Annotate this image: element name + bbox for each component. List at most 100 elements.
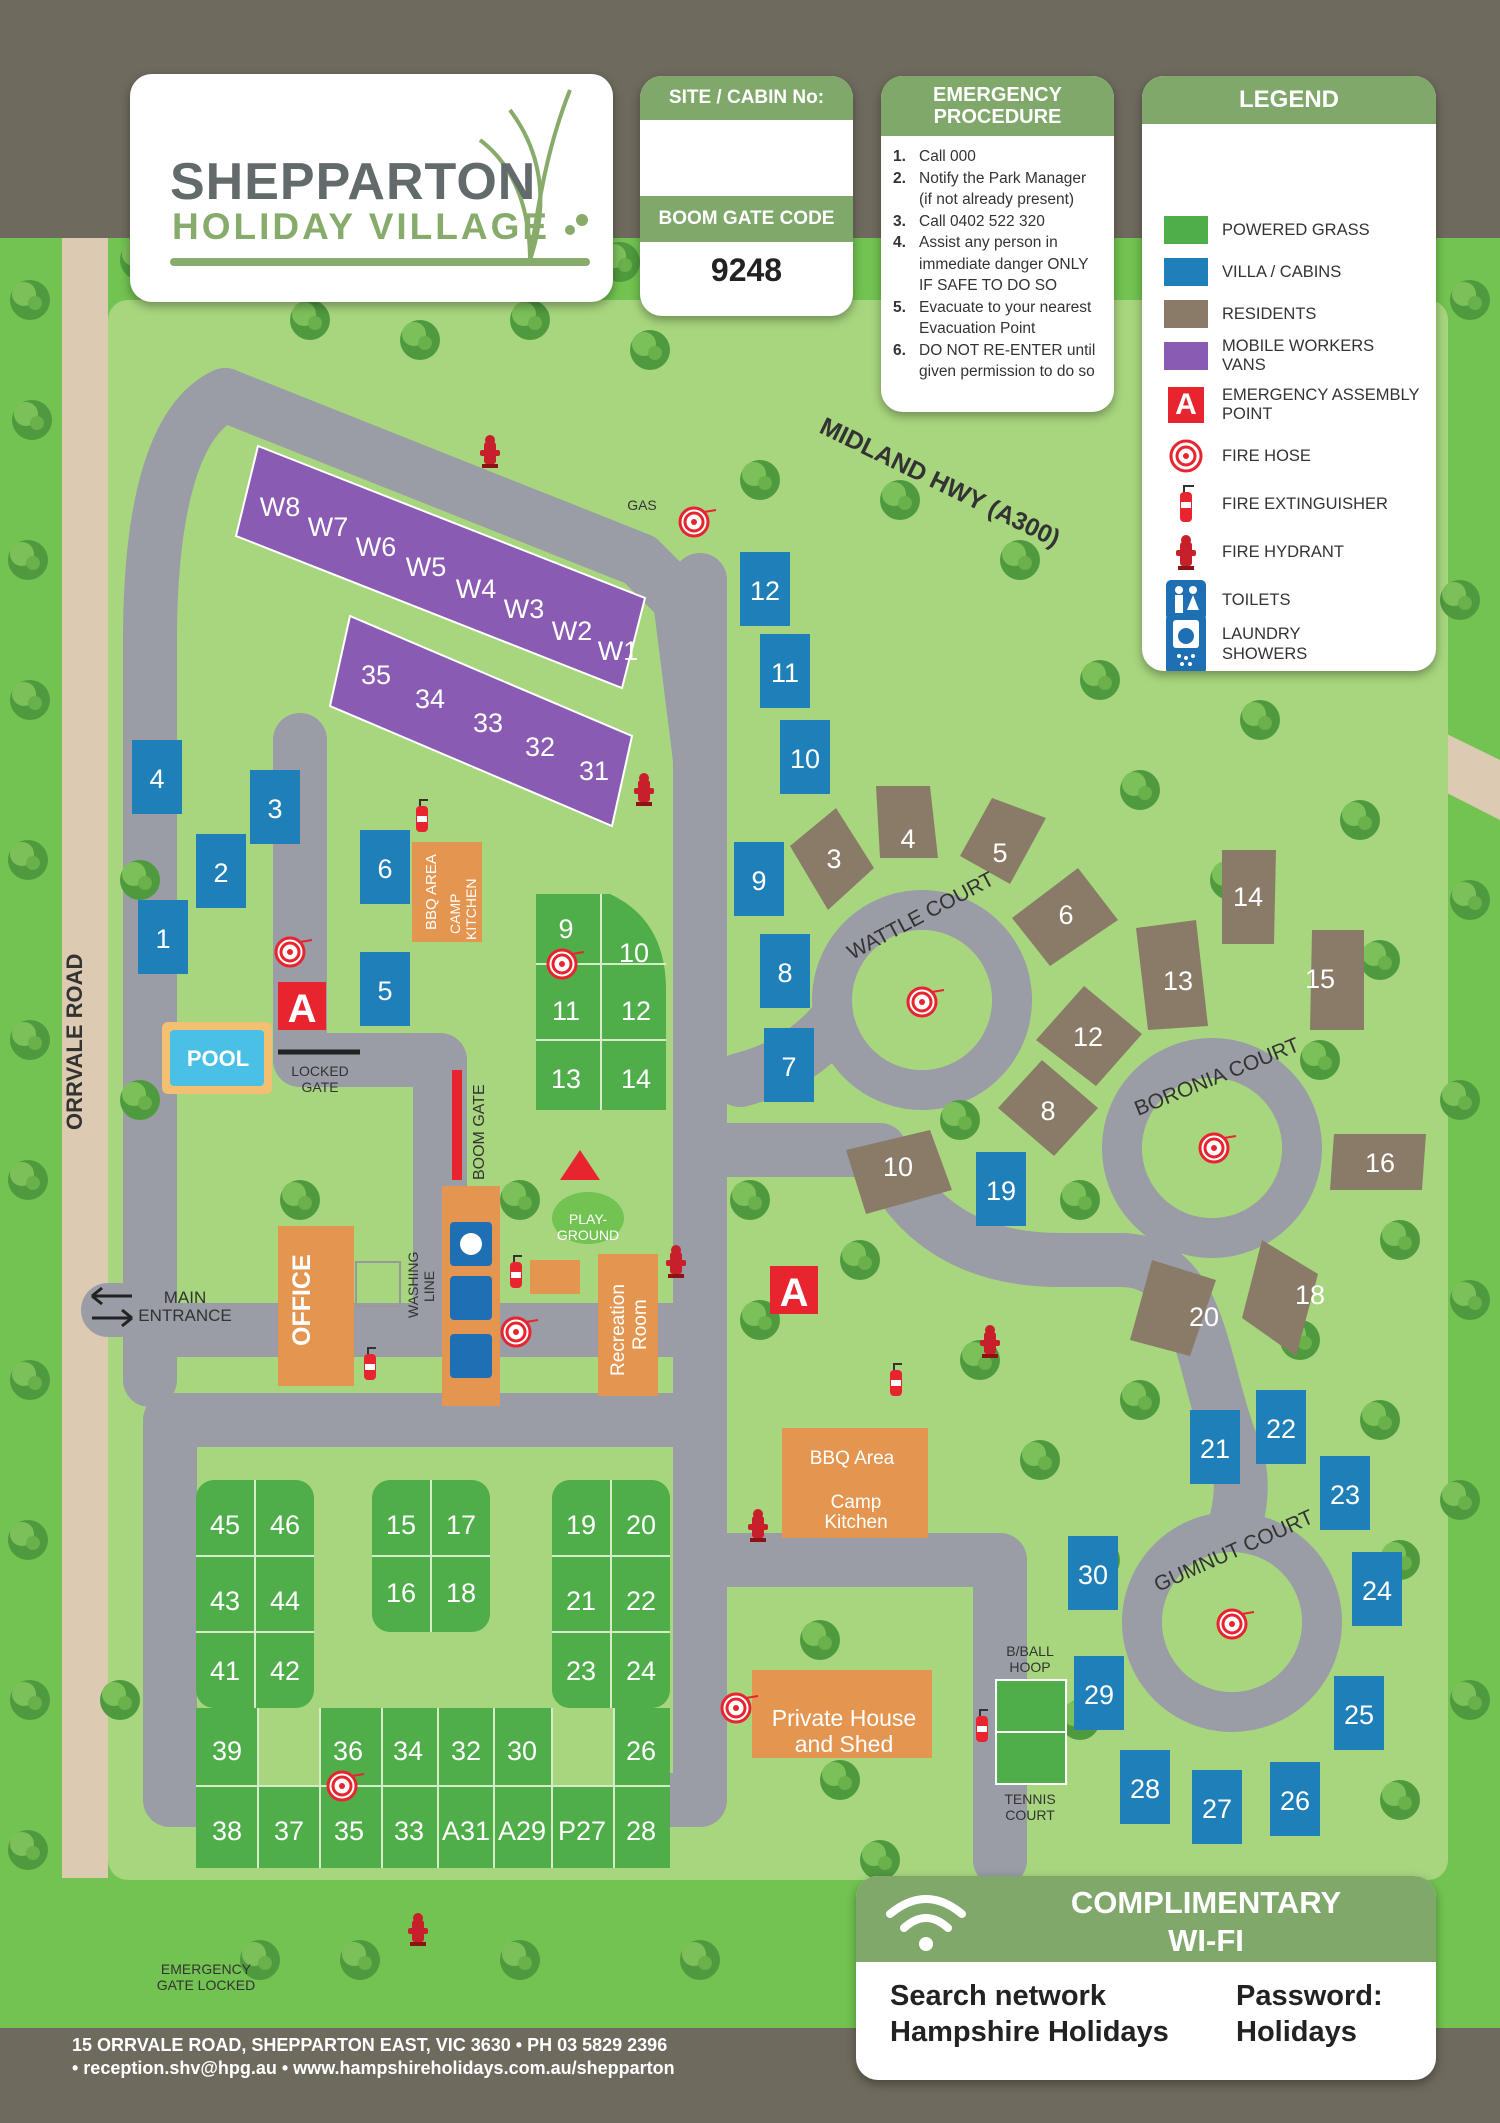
svg-text:8: 8: [777, 958, 792, 988]
cabin-19: 19: [976, 1152, 1026, 1226]
svg-text:GROUND: GROUND: [557, 1227, 619, 1243]
cabin-7: 7: [764, 1028, 814, 1102]
svg-text:TENNIS: TENNIS: [1004, 1791, 1055, 1807]
svg-text:28: 28: [1130, 1774, 1160, 1804]
private-house-shed: Private House and Shed: [752, 1670, 932, 1758]
van-w1: W1: [598, 636, 639, 666]
orrvale-road-label: ORRVALE ROAD: [62, 954, 87, 1130]
cabin-4: 4: [132, 740, 182, 814]
van-w3: W3: [504, 594, 545, 624]
site-43: 43: [210, 1586, 240, 1616]
cabin-3: 3: [250, 770, 300, 844]
van-34: 34: [415, 684, 445, 714]
van-w8: W8: [260, 492, 301, 522]
svg-text:B/BALL: B/BALL: [1006, 1643, 1054, 1659]
svg-text:27: 27: [1202, 1794, 1232, 1824]
site-19: 19: [566, 1510, 596, 1540]
site-41: 41: [210, 1656, 240, 1686]
resident-12: 12: [1036, 986, 1142, 1086]
legend-item-fire-hydrant: FIRE HYDRANT: [1164, 534, 1422, 570]
locked-gate-label-2: GATE: [301, 1079, 338, 1095]
legend-item-assembly-point: A EMERGENCY ASSEMBLY POINT: [1164, 384, 1422, 426]
van-32: 32: [525, 732, 555, 762]
svg-text:14: 14: [1233, 882, 1263, 912]
cabin-24: 24: [1352, 1552, 1402, 1626]
resident-20: 20: [1130, 1260, 1219, 1356]
boom-gate-code-value: 9248: [710, 252, 783, 288]
powered-grass-south: 45 46 43 44 41 42 15 17 16 18 19 20 21 2…: [196, 1480, 670, 1868]
mobile-workers-vans: W8 W7 W6 W5 W4 W3 W2 W1 35 34 33 32 31: [234, 444, 647, 828]
site-39: 39: [212, 1736, 242, 1766]
van-w6: W6: [356, 532, 397, 562]
office-building: OFFICE: [278, 1226, 354, 1386]
legend-item-villa-cabins: VILLA / CABINS: [1164, 254, 1422, 290]
powered-grass-center: 9 10 11 12 13 14: [536, 894, 666, 1110]
van-35: 35: [361, 660, 391, 690]
emergency-gate-label-1: EMERGENCY: [161, 1961, 252, 1977]
emergency-step: 1.Call 000: [893, 148, 976, 165]
showers-icon: [450, 1334, 492, 1378]
site-36: 36: [333, 1736, 363, 1766]
svg-text:25: 25: [1344, 1700, 1374, 1730]
site-34: 34: [393, 1736, 423, 1766]
cabin-9: 9: [734, 842, 784, 916]
resident-10: 10: [846, 1130, 952, 1214]
cabin-21: 21: [1190, 1410, 1240, 1484]
site-22: 22: [626, 1586, 656, 1616]
resident-3: 3: [790, 808, 874, 910]
legend-item-powered-grass: POWERED GRASS: [1164, 212, 1422, 248]
site-18: 18: [446, 1578, 476, 1608]
resident-8: 8: [998, 1060, 1098, 1156]
van-w2: W2: [552, 616, 593, 646]
svg-text:3: 3: [267, 794, 282, 824]
site-46: 46: [270, 1510, 300, 1540]
resident-14: 14: [1222, 850, 1276, 944]
site-37: 37: [274, 1816, 304, 1846]
svg-text:20: 20: [1189, 1302, 1219, 1332]
buildings: BBQ AREA CAMP KITCHEN OFFICE Recreation …: [278, 842, 932, 1758]
wifi-password-label: Password:: [1236, 1980, 1383, 2012]
map-legend: LEGEND POWERED GRASS VILLA / CABINS RESI…: [1142, 76, 1436, 671]
site-16: 16: [386, 1578, 416, 1608]
boom-gate: [452, 1070, 462, 1180]
pool: POOL: [162, 1022, 272, 1094]
svg-text:Room: Room: [630, 1299, 651, 1350]
van-w5: W5: [406, 552, 447, 582]
svg-text:3: 3: [826, 844, 841, 874]
wifi-panel: COMPLIMENTARY WI-FI Search network Hamps…: [856, 1876, 1436, 2080]
svg-text:4: 4: [900, 824, 915, 854]
svg-text:30: 30: [1078, 1560, 1108, 1590]
site-30: 30: [507, 1736, 537, 1766]
site-p27: P27: [558, 1816, 606, 1846]
legend-title: LEGEND: [1142, 76, 1436, 124]
site-14: 14: [621, 1064, 651, 1094]
cabin-26: 26: [1270, 1762, 1320, 1836]
washing-line-label-1: WASHING: [405, 1252, 421, 1318]
emergency-title: EMERGENCY PROCEDURE: [881, 76, 1114, 136]
site-cabin-box: SITE / CABIN No: BOOM GATE CODE 9248: [640, 76, 853, 316]
villa-cabin-swatch: [1164, 258, 1208, 286]
internal-roads: [81, 368, 1268, 1887]
mobile-workers-swatch: [1164, 342, 1208, 370]
svg-text:6: 6: [377, 854, 392, 884]
resident-18: 18: [1242, 1240, 1325, 1356]
resident-15: 15: [1305, 930, 1364, 1030]
legend-item-fire-hose: FIRE HOSE: [1164, 438, 1422, 474]
wifi-icon: [886, 1895, 966, 1951]
svg-text:BBQ AREA: BBQ AREA: [423, 854, 440, 930]
van-31: 31: [579, 756, 609, 786]
bbq-camp-kitchen-small: BBQ AREA CAMP KITCHEN: [412, 842, 482, 942]
resident-4: 4: [876, 786, 938, 858]
logo-line-2: HOLIDAY VILLAGE: [172, 206, 551, 247]
svg-text:HOOP: HOOP: [1009, 1659, 1050, 1675]
resident-6: 6: [1012, 868, 1118, 966]
site-38: 38: [212, 1816, 242, 1846]
site-42: 42: [270, 1656, 300, 1686]
locked-gate-label-1: LOCKED: [291, 1063, 349, 1079]
site-cabin-title: SITE / CABIN No:: [640, 76, 853, 120]
site-a31: A31: [442, 1816, 490, 1846]
gum-leaves-icon: [478, 89, 588, 261]
